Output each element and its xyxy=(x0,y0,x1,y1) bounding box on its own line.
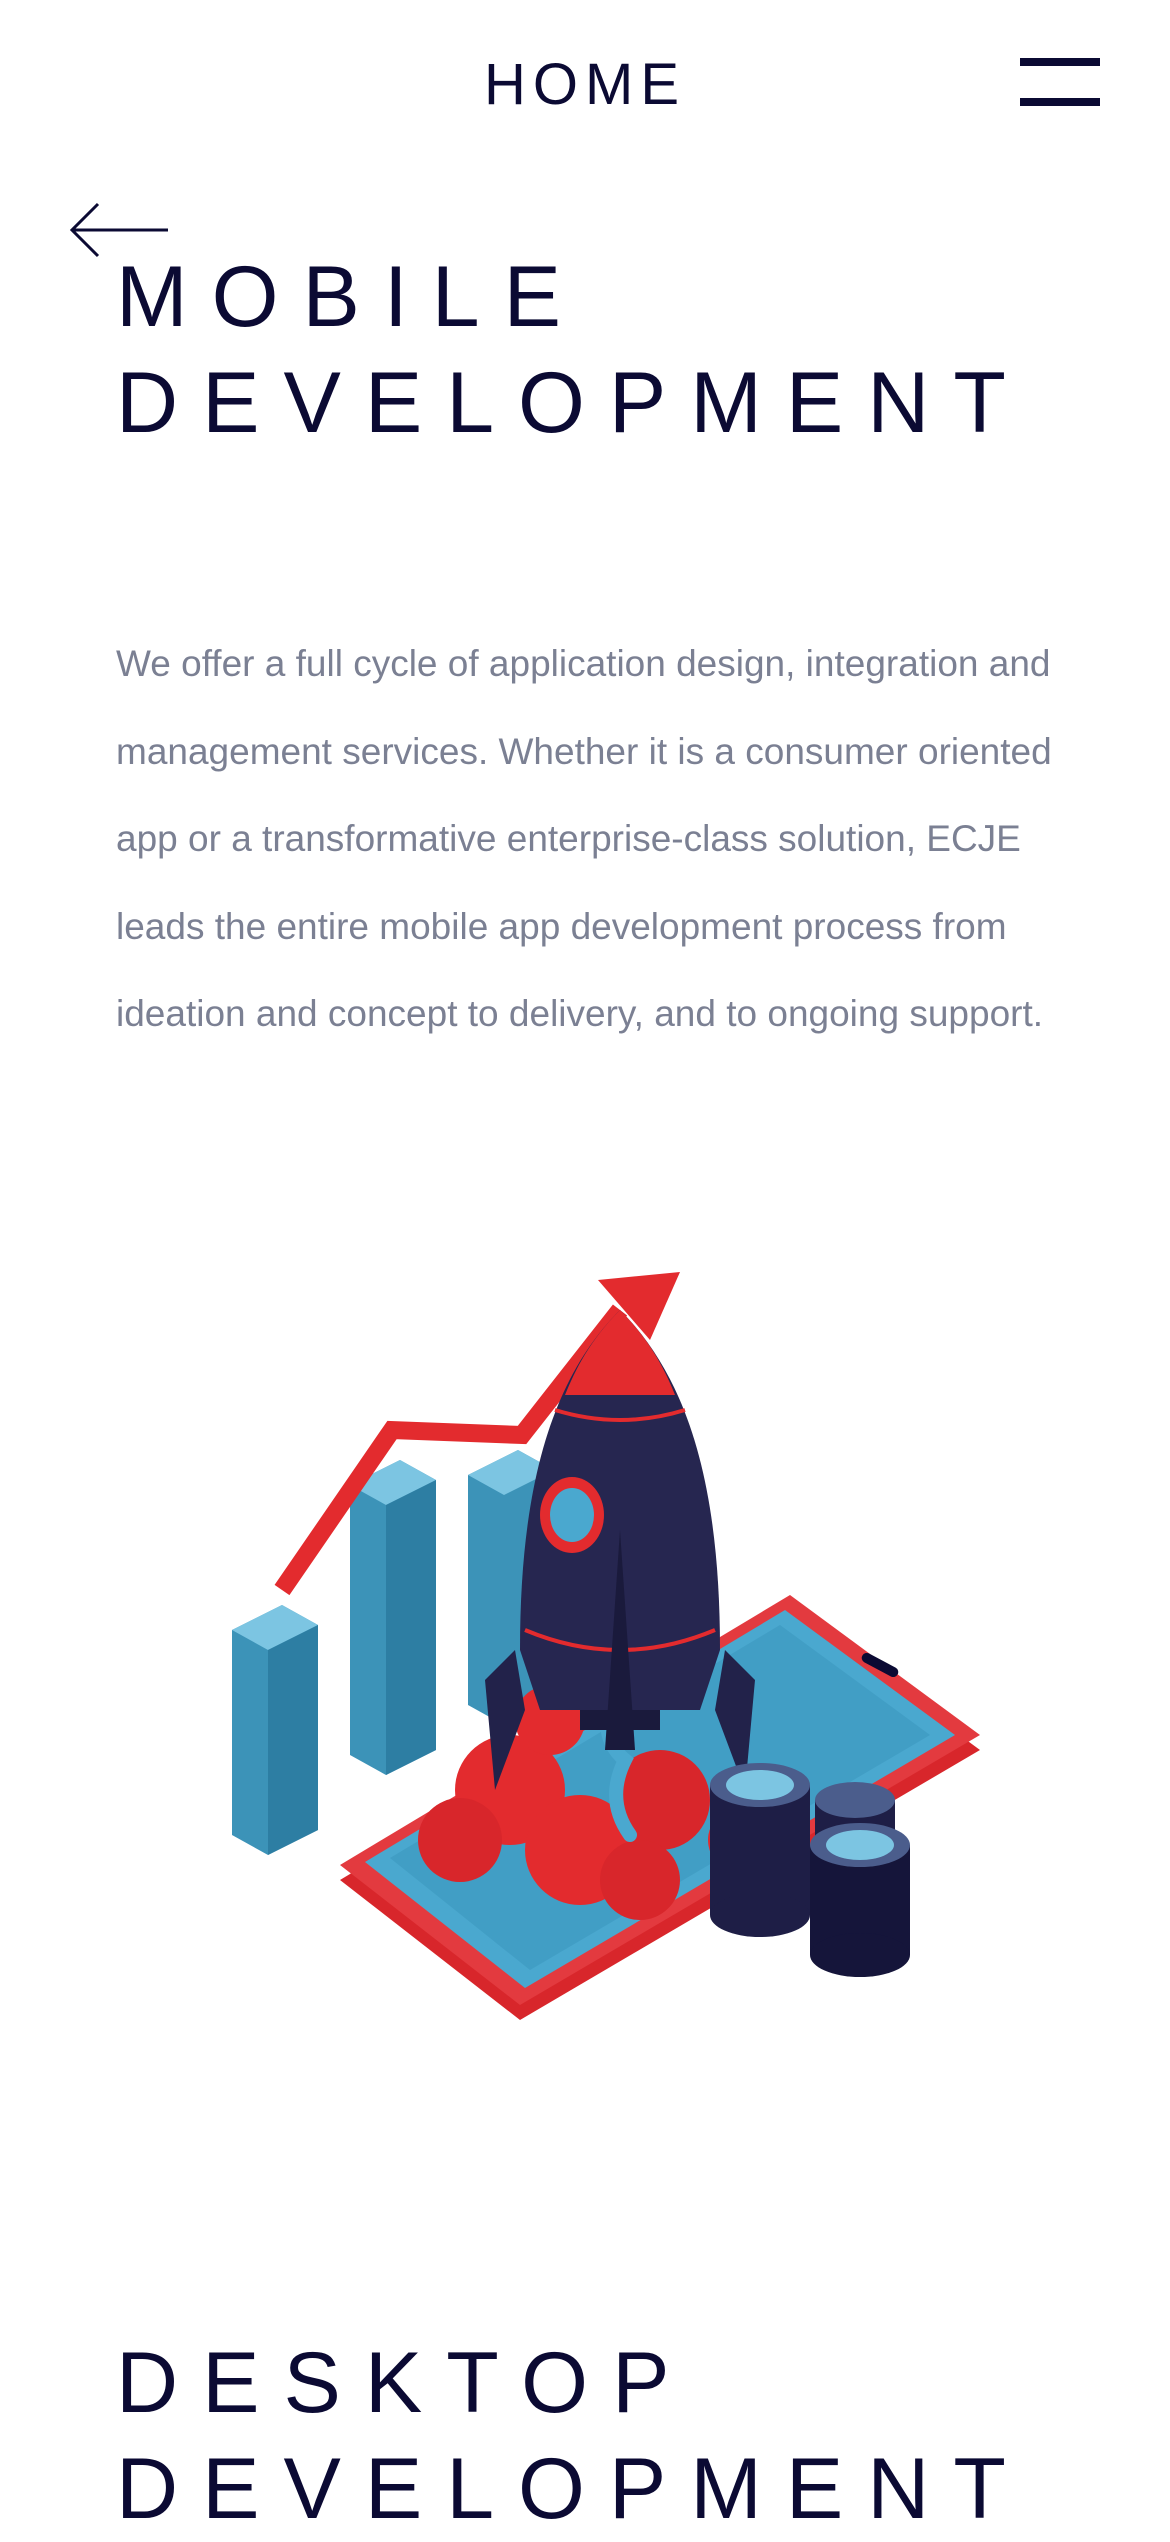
section-title-line: DEVELOPMENT xyxy=(116,355,1030,451)
top-bar: HOME xyxy=(0,0,1170,170)
section-title-mobile-development: MOBILE DEVELOPMENT xyxy=(116,244,1030,456)
rocket-launch-illustration xyxy=(220,1230,1000,2030)
exhaust-clouds-shape xyxy=(418,1685,772,1920)
back-button[interactable] xyxy=(68,200,172,260)
menu-line-bottom xyxy=(1020,98,1100,106)
rocket-phone-chart-coins-image xyxy=(232,1272,980,2020)
arrow-left-icon xyxy=(69,202,168,258)
hamburger-menu-icon[interactable] xyxy=(1020,54,1100,110)
section-title-desktop-development: DESKTOP DEVELOPMENT xyxy=(116,2330,1030,2542)
page-title[interactable]: HOME xyxy=(484,52,686,117)
trend-arrow-shape xyxy=(274,1272,680,1596)
section-description: We offer a full cycle of application des… xyxy=(116,643,1052,1034)
section-title-line: DESKTOP xyxy=(116,2335,694,2431)
section-title-line: MOBILE xyxy=(116,249,585,345)
rocket-shape xyxy=(485,1310,755,1790)
coin-stacks-shape xyxy=(710,1763,910,1977)
menu-line-top xyxy=(1020,58,1100,66)
section-title-line: DEVELOPMENT xyxy=(116,2441,1030,2537)
